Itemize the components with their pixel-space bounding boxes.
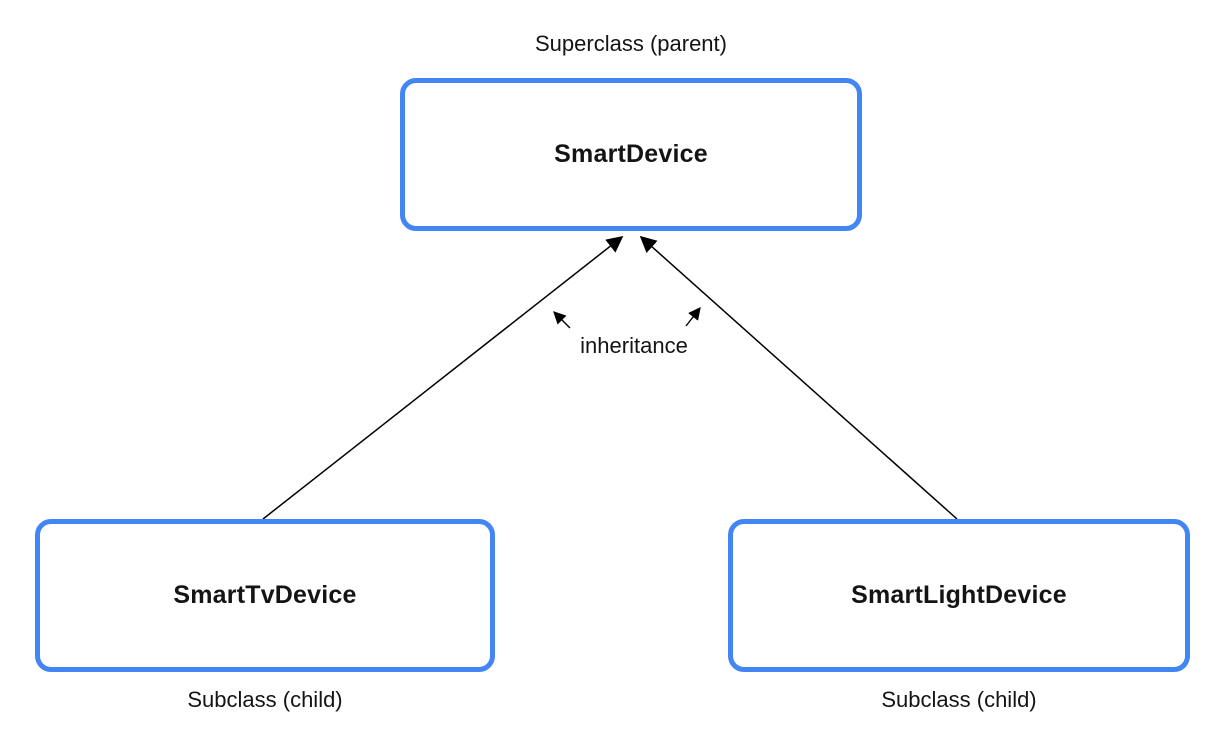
edge-smarttv-to-smartdevice bbox=[262, 235, 624, 520]
superclass-caption: Superclass (parent) bbox=[535, 31, 727, 56]
superclass-box-smartdevice: SmartDevice bbox=[400, 78, 862, 231]
edge-smartlight-to-smartdevice bbox=[639, 235, 958, 520]
subclass-left-name: SmartTvDevice bbox=[173, 581, 357, 609]
inheritance-edge-label: inheritance bbox=[580, 333, 688, 358]
subclass-right-caption: Subclass (child) bbox=[881, 687, 1037, 712]
edge-label-pointer-right bbox=[685, 307, 701, 327]
subclass-box-smartlightdevice: SmartLightDevice bbox=[728, 519, 1190, 672]
edge-label-pointer-left bbox=[553, 311, 571, 329]
subclass-left-caption: Subclass (child) bbox=[187, 687, 343, 712]
subclass-box-smarttvdevice: SmartTvDevice bbox=[35, 519, 495, 672]
superclass-name: SmartDevice bbox=[554, 140, 708, 168]
subclass-right-name: SmartLightDevice bbox=[851, 581, 1067, 609]
